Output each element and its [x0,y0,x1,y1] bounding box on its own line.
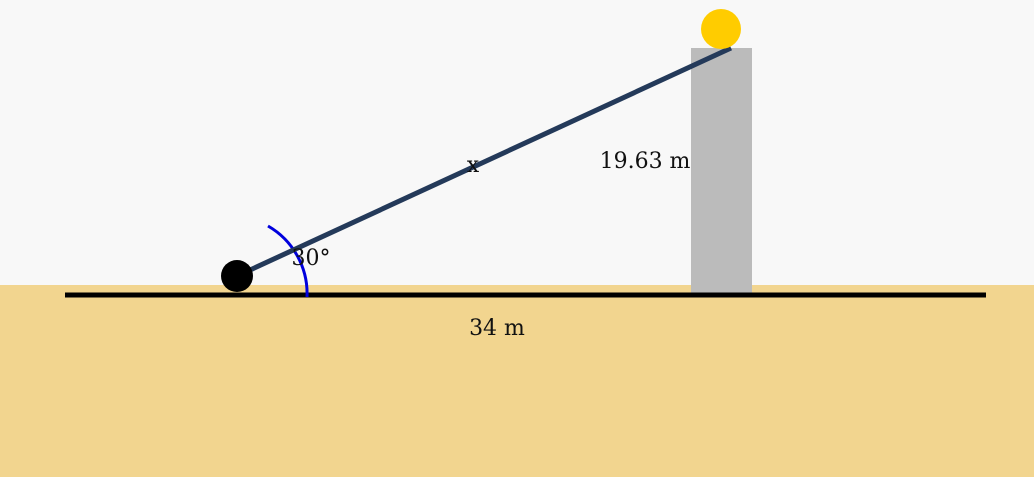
observer-dot [221,260,253,292]
height-label: 19.63 m [600,149,691,174]
sun-icon [701,9,741,49]
angle-label: 30° [292,246,331,271]
hypotenuse-line [235,45,733,279]
hypotenuse-label: x [467,153,480,178]
ground [0,285,1034,477]
sky [0,0,1034,285]
angle-arc [267,224,309,298]
pole [691,48,752,295]
base-label: 34 m [469,316,525,341]
